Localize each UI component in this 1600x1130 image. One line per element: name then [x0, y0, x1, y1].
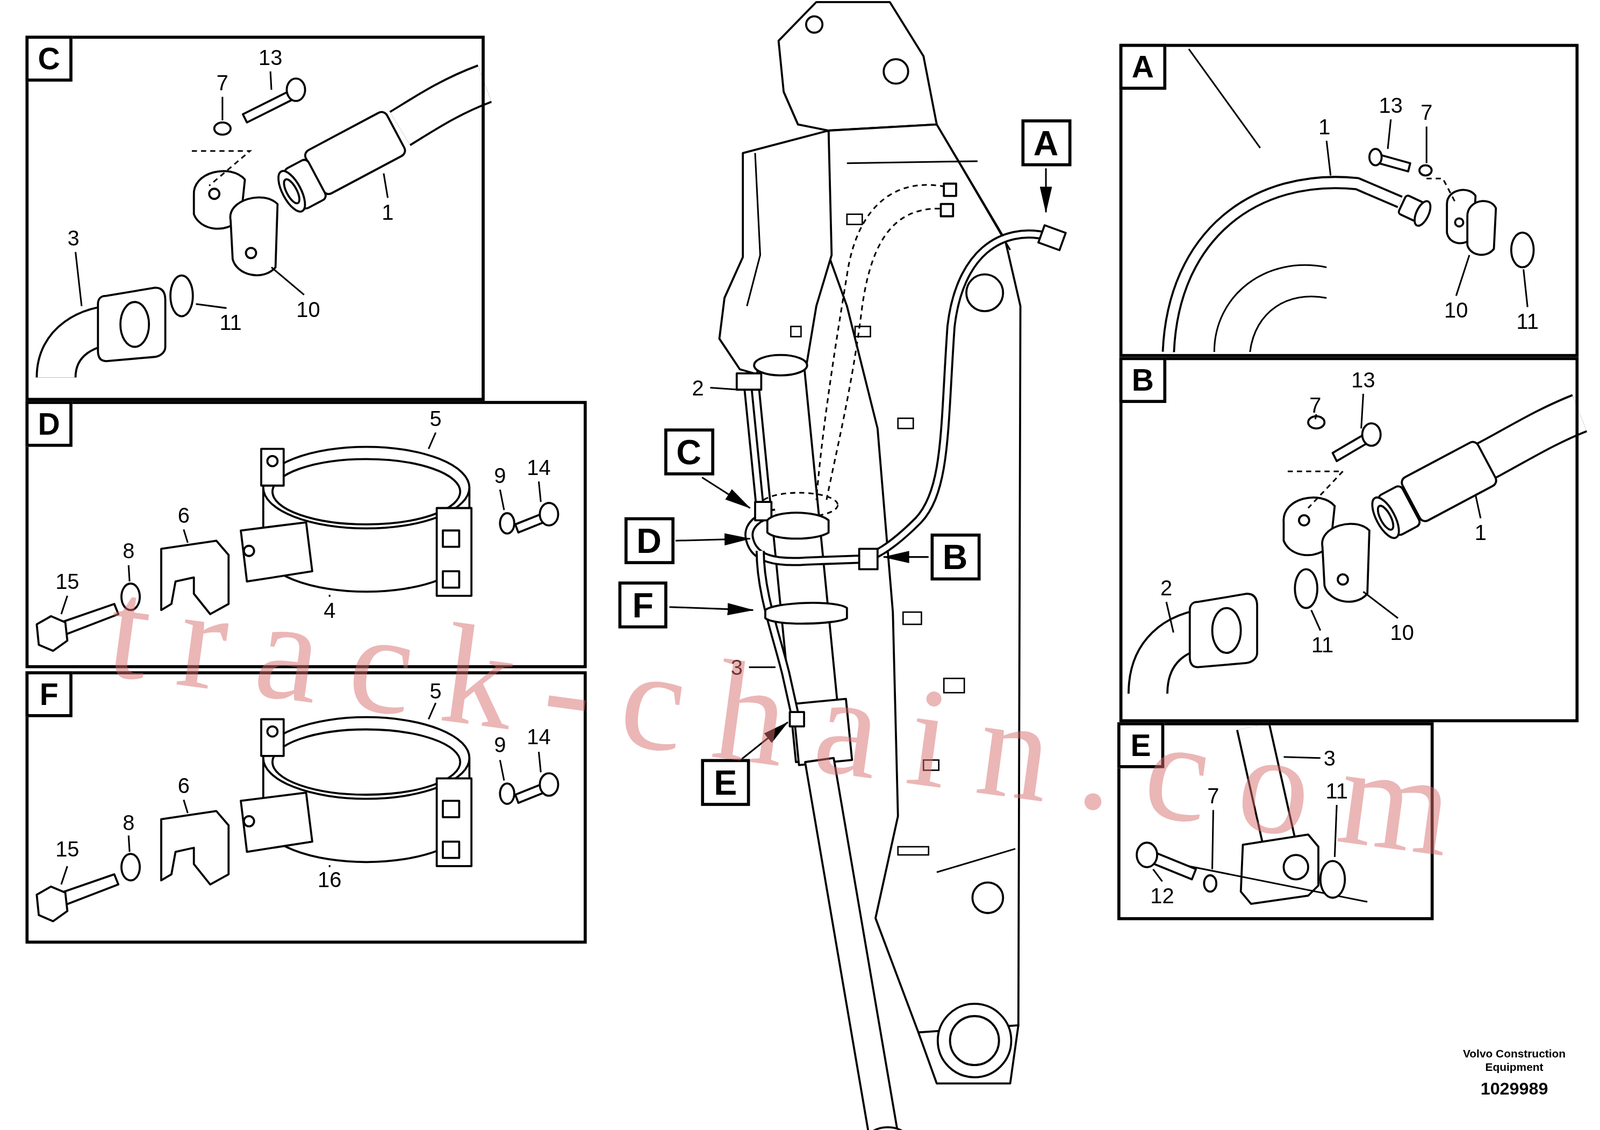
detail-panel: B — [1119, 357, 1579, 723]
callout-number: 12 — [1150, 885, 1174, 907]
callout-number: 13 — [1379, 94, 1403, 117]
callout-number: 9 — [493, 464, 506, 487]
detail-letter: C — [25, 35, 73, 82]
callout-number: 1 — [381, 201, 394, 224]
callout-number: 10 — [296, 298, 320, 320]
drawing-number: 1029989 — [1480, 1079, 1549, 1101]
detail-letter: D — [636, 520, 662, 562]
callout-number: 13 — [1351, 368, 1375, 391]
callout-number: 2 — [1160, 577, 1173, 599]
callout-number: 7 — [1420, 101, 1433, 124]
detail-letter: D — [25, 400, 73, 447]
detail-letter: B — [1119, 357, 1167, 404]
detail-panel: C — [25, 35, 485, 401]
callout-box: B — [930, 533, 981, 581]
publisher-name: Volvo Construction Equipment — [1453, 1048, 1576, 1075]
callout-number: 2 — [692, 377, 705, 399]
callout-number: 15 — [55, 838, 80, 860]
callout-box: C — [663, 428, 714, 476]
detail-letter: A — [1119, 44, 1167, 90]
callout-number: 1 — [1318, 115, 1331, 138]
callout-number: 11 — [1311, 634, 1334, 656]
callout-number: 10 — [1389, 621, 1414, 644]
callout-number: 10 — [1444, 299, 1468, 321]
callout-number: 11 — [219, 311, 242, 334]
callout-number: 8 — [122, 811, 135, 834]
callout-number: 13 — [258, 46, 283, 68]
callout-number: 7 — [216, 72, 229, 94]
callout-number: 6 — [177, 504, 190, 527]
detail-panel: A — [1119, 44, 1579, 358]
callout-box: D — [623, 517, 674, 565]
callout-number: 5 — [429, 407, 442, 429]
callout-number: 14 — [526, 456, 551, 479]
callout-number: 11 — [1516, 310, 1539, 333]
detail-letter: B — [942, 536, 968, 578]
callout-number: 3 — [67, 226, 80, 249]
callout-number: 7 — [1309, 394, 1322, 416]
callout-box: A — [1021, 119, 1072, 167]
detail-letter: C — [676, 431, 702, 473]
detail-letter: A — [1032, 122, 1059, 164]
callout-number: 6 — [177, 775, 190, 797]
detail-letter: F — [25, 671, 73, 717]
callout-number: 1 — [1474, 521, 1487, 544]
callout-number: 15 — [55, 570, 80, 593]
callout-number: 16 — [317, 869, 342, 891]
